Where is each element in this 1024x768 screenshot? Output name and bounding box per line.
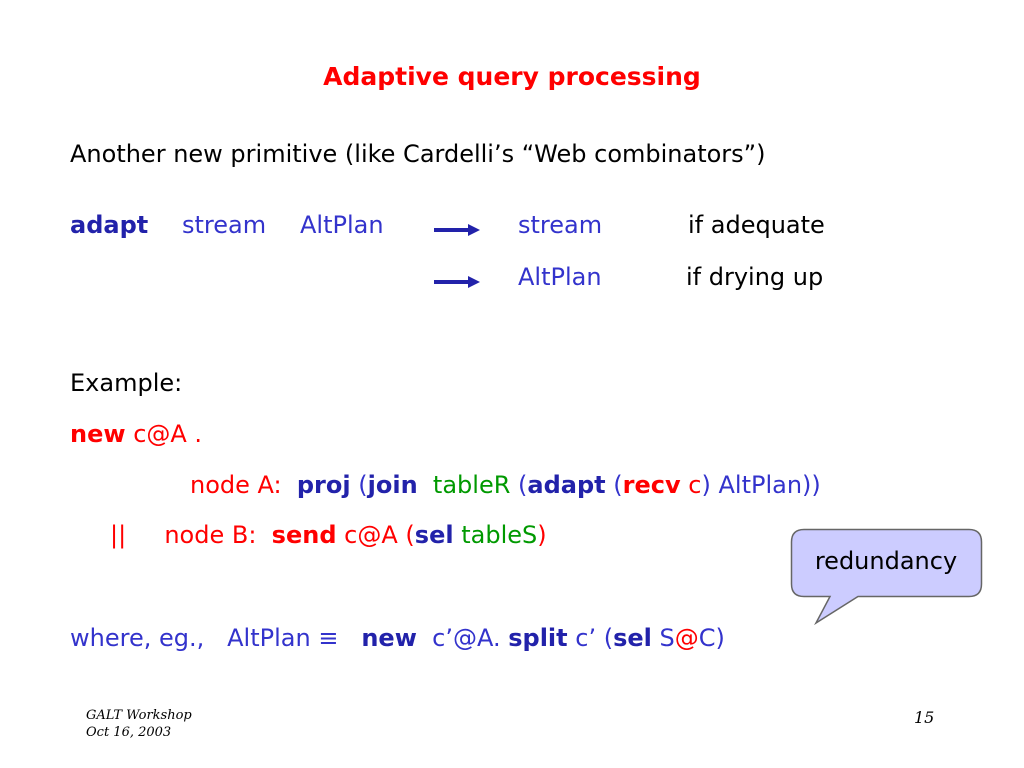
result-altplan: AltPlan	[518, 263, 602, 291]
channel-c: c	[688, 471, 702, 499]
at-symbol: @	[674, 624, 699, 652]
node-a-line: node A: proj (join tableR (adapt (recv c…	[190, 473, 821, 497]
right-arrow-icon	[434, 224, 480, 236]
new-keyword-def: new	[361, 624, 417, 652]
condition-adequate: if adequate	[688, 211, 825, 239]
new-keyword: new	[70, 420, 126, 448]
slide-title: Adaptive query processing	[323, 62, 701, 91]
callout-bubble	[790, 528, 983, 625]
where-label: where, eg.,	[70, 624, 205, 652]
result-stream: stream	[518, 211, 603, 239]
node-b-line: || node B: send c@A (sel tableS)	[110, 523, 547, 547]
sel-keyword: sel	[414, 521, 454, 549]
source-s: S	[659, 624, 675, 652]
paren: )	[715, 624, 725, 652]
adapt-keyword-inline: adapt	[527, 471, 606, 499]
table-r: tableR	[432, 471, 511, 499]
node-a-label: node A:	[190, 471, 282, 499]
footer: GALT Workshop Oct 16, 2003	[86, 707, 192, 741]
adapt-keyword: adapt	[70, 211, 149, 239]
channel-ca: c@A .	[133, 420, 203, 448]
callout-text: redundancy	[814, 547, 958, 575]
paren: (	[518, 471, 528, 499]
altplan-ref: AltPlan))	[718, 471, 821, 499]
right-arrow-icon	[434, 276, 480, 288]
footer-event: GALT Workshop	[86, 708, 192, 723]
channel-ca-ref: c@A	[344, 521, 398, 549]
example-label: Example:	[70, 369, 183, 397]
adapt-arg-altplan: AltPlan	[300, 211, 384, 239]
paren: )	[701, 471, 711, 499]
paren: )	[537, 521, 547, 549]
paren: (	[405, 521, 415, 549]
channel-cprime: c’	[575, 624, 597, 652]
paren: (	[358, 471, 368, 499]
condition-drying-up: if drying up	[686, 263, 824, 291]
paren: (	[613, 471, 623, 499]
where-line: where, eg., AltPlan ≡ new c’@A. split c’…	[70, 626, 725, 650]
intro-text: Another new primitive (like Cardelli’s “…	[70, 140, 766, 168]
footer-date: Oct 16, 2003	[86, 725, 172, 740]
send-keyword: send	[271, 521, 337, 549]
location-c: C	[698, 624, 716, 652]
table-s: tableS	[461, 521, 538, 549]
proj-keyword: proj	[296, 471, 351, 499]
parallel-operator: ||	[110, 521, 127, 549]
sel-keyword-def: sel	[613, 624, 652, 652]
node-b-label: node B:	[164, 521, 257, 549]
equiv-symbol: ≡	[318, 624, 339, 652]
page-number: 15	[914, 708, 935, 727]
split-keyword: split	[508, 624, 568, 652]
recv-keyword: recv	[622, 471, 681, 499]
altplan-def: AltPlan	[227, 624, 311, 652]
join-keyword: join	[367, 471, 418, 499]
paren: (	[603, 624, 614, 652]
adapt-arg-stream: stream	[182, 211, 267, 239]
channel-cprime-a: c’@A.	[432, 624, 501, 652]
new-line: new c@A .	[70, 422, 202, 446]
